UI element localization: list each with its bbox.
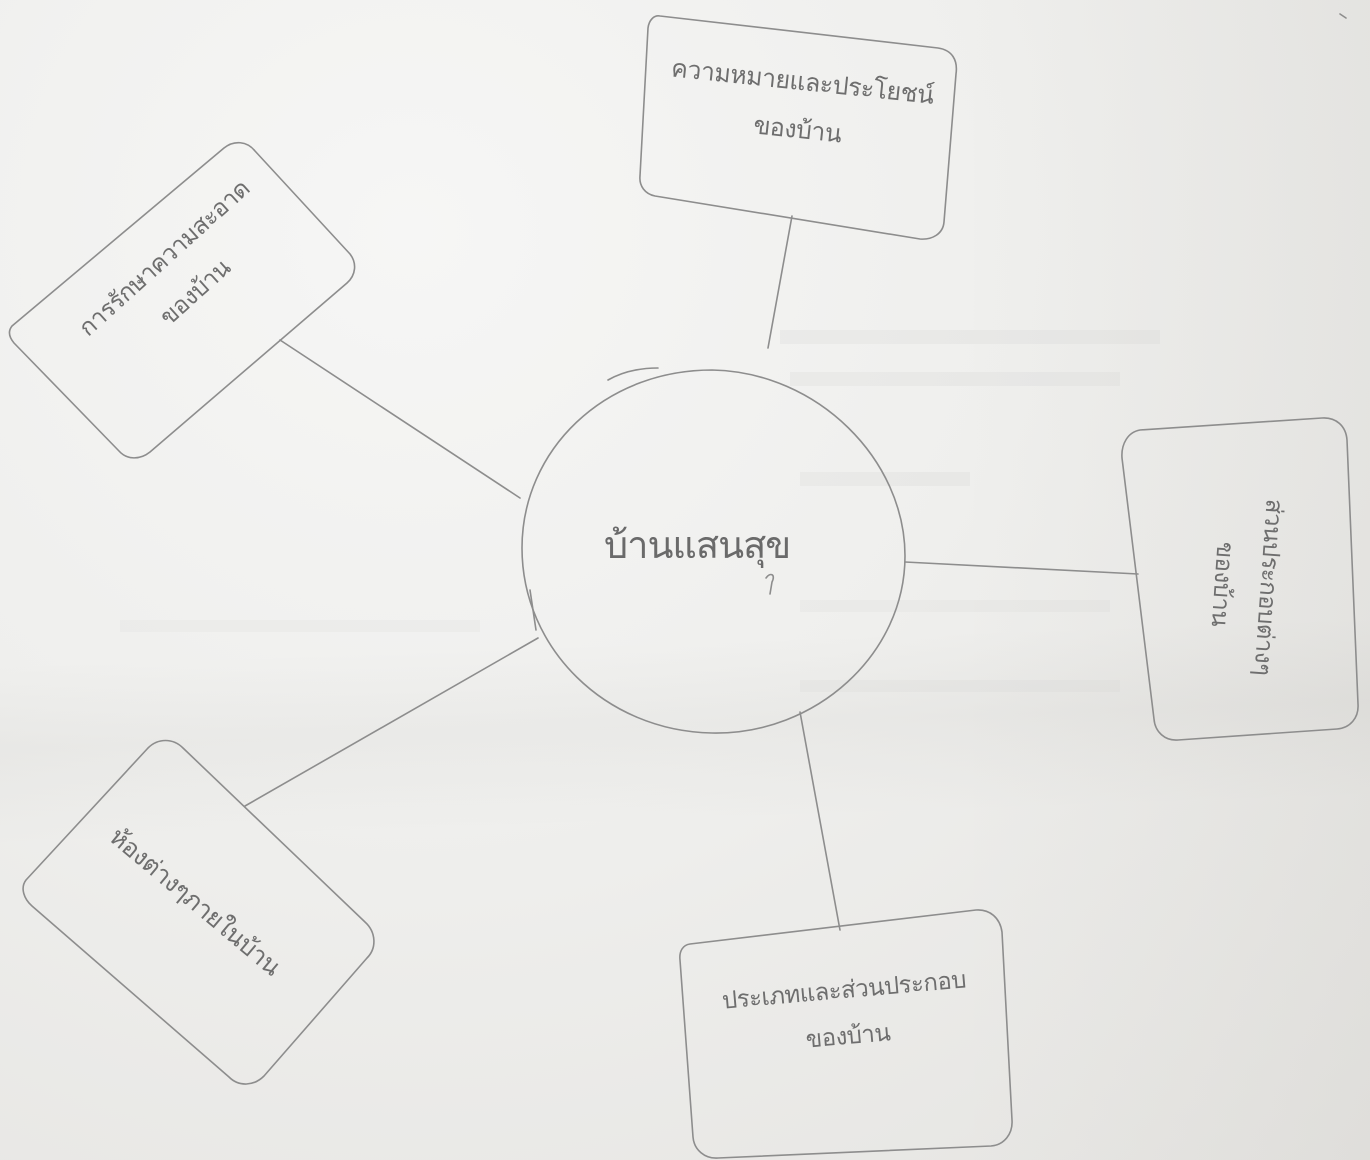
box-types	[679, 909, 1013, 1159]
box-meaning	[639, 15, 958, 240]
node-types-line-2: ของบ้าน	[804, 1017, 892, 1054]
node-components-line-2: ของบ้าน	[1206, 540, 1240, 628]
connector-meaning	[767, 215, 793, 349]
node-meaning-line-2: ของบ้าน	[752, 109, 843, 148]
connector-components	[904, 561, 1139, 575]
node-components: ส่วนประกอบต่างๆ ของบ้าน	[1190, 448, 1300, 724]
circle-overstroke	[607, 367, 659, 381]
pencil-scribble	[765, 573, 775, 595]
connector-care	[279, 339, 521, 499]
center-circle	[521, 369, 906, 734]
box-rooms	[22, 739, 375, 1085]
center-label: บ้านแสนสุข	[604, 523, 791, 567]
box-care	[8, 141, 356, 459]
box-components	[1121, 417, 1359, 741]
connector-rooms	[244, 637, 539, 807]
connector-types	[799, 711, 841, 931]
circle-overstroke	[529, 589, 537, 631]
pencil-scribble	[1339, 13, 1347, 19]
